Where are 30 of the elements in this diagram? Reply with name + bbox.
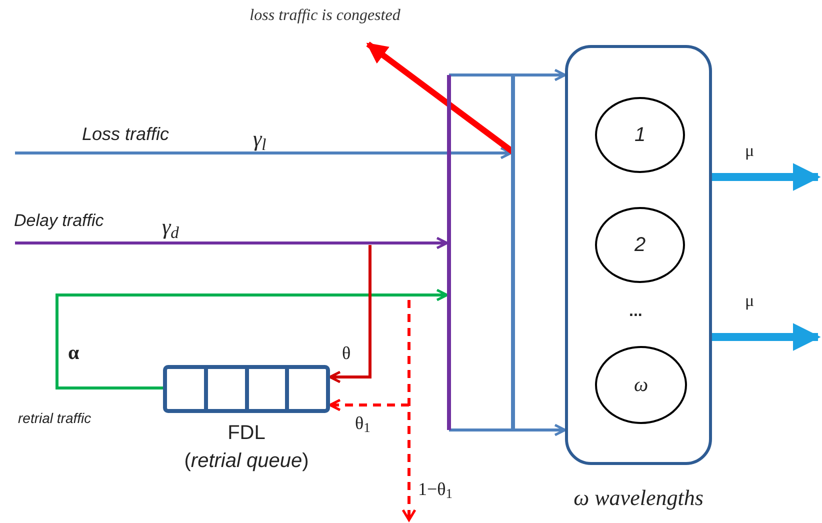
text-label: Delay traffic [14,210,104,232]
junction-bar [447,75,451,430]
channel-number: 1 [634,123,646,148]
thick-arrow [712,163,821,191]
thick-arrow [712,323,821,351]
edge-label: θ [342,342,351,365]
arrow [15,146,512,160]
edge-label: γ$_{l}$ [253,125,266,155]
text-label: retrial traffic [18,409,92,428]
queue-label: FDL [226,421,266,446]
edge-label: θ$_{1}$ [355,412,370,437]
arrow [449,68,566,82]
channel-number: ω [634,373,648,398]
edge-label: γ$_{d}$ [162,213,179,243]
edge-label: α [68,341,80,366]
junction-bar [511,75,515,430]
queue-label: (retrial queue) [183,449,310,474]
edge-label: μ [745,140,754,162]
arrow [328,245,372,384]
text-label: Loss traffic [82,123,170,146]
arrow [449,424,566,436]
annotation-text: loss traffic is congested [250,6,400,26]
arrow [56,288,448,390]
group-label: ω wavelengths [572,484,704,512]
channel-number: 2 [634,233,646,258]
arrow [15,236,448,250]
arrow [328,398,409,412]
text-label: 1−θ$_{1}$ [418,478,453,503]
text-label: ... [629,302,642,322]
edge-label: μ [745,290,754,312]
